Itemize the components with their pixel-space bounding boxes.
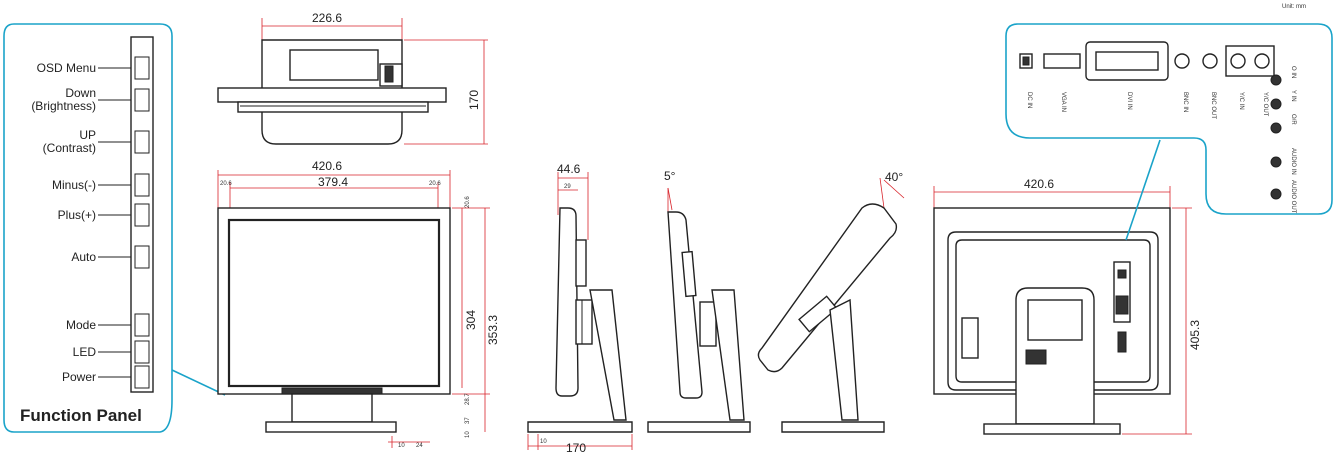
front-overall-width-dim: 420.6: [312, 159, 342, 173]
tilt-forward-view: 5°: [647, 169, 751, 433]
side-depth-top-dim: 44.6: [557, 162, 581, 176]
front-screen: [227, 218, 441, 388]
front-bottom-dim-2: 24: [416, 443, 423, 449]
rear-height-dim: 405.3: [1188, 320, 1202, 350]
side-depth-panel-dim: 29: [564, 184, 571, 190]
side-view: 44.6 29 10 170: [527, 162, 633, 453]
front-screen-height-dim: 304: [464, 310, 478, 330]
connector-panel: Unit: mm DC IN VGA IN DVI IN BNC IN BNC OUT Y…: [1005, 4, 1333, 241]
rear-width-dim: 420.6: [1024, 177, 1054, 191]
port-label: VGA IN: [1060, 92, 1066, 112]
unit-label: Unit: mm: [1282, 4, 1306, 10]
function-button: [134, 88, 150, 112]
tilt-back-angle: 40°: [885, 170, 903, 184]
front-bezel-left-dim: 20.6: [220, 181, 232, 187]
front-view: 420.6 379.4 20.6 20.6 20.6 304 353.3 28.…: [217, 159, 500, 449]
function-panel-title: Function Panel: [20, 406, 142, 425]
port-label: DC IN: [1026, 92, 1032, 108]
function-button-label: Mode: [66, 318, 96, 332]
side-base-offset-dim: 10: [540, 439, 547, 445]
function-button: [134, 130, 150, 154]
side-base-depth-dim: 170: [566, 441, 586, 453]
function-button-label: Down(Brightness): [31, 86, 96, 113]
function-button: [134, 313, 150, 337]
audio-port-label: AUDIO OUT: [1290, 180, 1296, 214]
function-button-label: LED: [73, 345, 97, 359]
function-button-label: OSD Menu: [37, 61, 96, 75]
front-screen-width-dim: 379.4: [318, 175, 348, 189]
front-total-height-dim: 353.3: [486, 315, 500, 345]
port-label: Y/C IN: [1238, 92, 1244, 110]
audio-port-label: O/R: [1290, 114, 1296, 125]
port-label: BNC IN: [1182, 92, 1188, 112]
front-base-gap-dim: 10: [465, 431, 471, 438]
front-bezel-top-dim: 20.6: [465, 196, 471, 208]
port-label: DVI IN: [1126, 92, 1132, 110]
function-button-label: Minus(-): [52, 178, 96, 192]
front-bezel-right-dim: 20.6: [429, 181, 441, 187]
function-button: [134, 245, 150, 269]
rear-view: 420.6 405.3: [933, 177, 1202, 435]
function-button: [134, 173, 150, 197]
function-button-label: Auto: [71, 250, 96, 264]
audio-port-label: AUDIO IN: [1290, 148, 1296, 175]
port-label: BNC OUT: [1210, 92, 1216, 119]
function-button-label: Power: [62, 370, 96, 384]
function-button-label: UP(Contrast): [43, 128, 96, 155]
function-button: [134, 56, 150, 80]
function-button-label: Plus(+): [58, 208, 96, 222]
tilt-forward-angle: 5°: [664, 169, 676, 183]
top-view-width-dim: 226.6: [312, 11, 342, 25]
front-bottom-bezel-dim: 28.7: [465, 393, 471, 405]
function-button: [134, 365, 150, 389]
tilt-back-view: 40°: [757, 170, 905, 433]
function-button: [134, 340, 150, 364]
function-button: [134, 203, 150, 227]
top-view: 226.6 170: [217, 11, 488, 145]
audio-port-label: Y IN: [1290, 90, 1296, 102]
front-bottom-dim-1: 10: [398, 443, 405, 449]
port-label: Y/C OUT: [1262, 92, 1268, 117]
front-stand-height-dim: 37: [465, 417, 471, 424]
top-view-depth-dim: 170: [467, 90, 481, 110]
audio-port-label: O IN: [1290, 66, 1296, 78]
